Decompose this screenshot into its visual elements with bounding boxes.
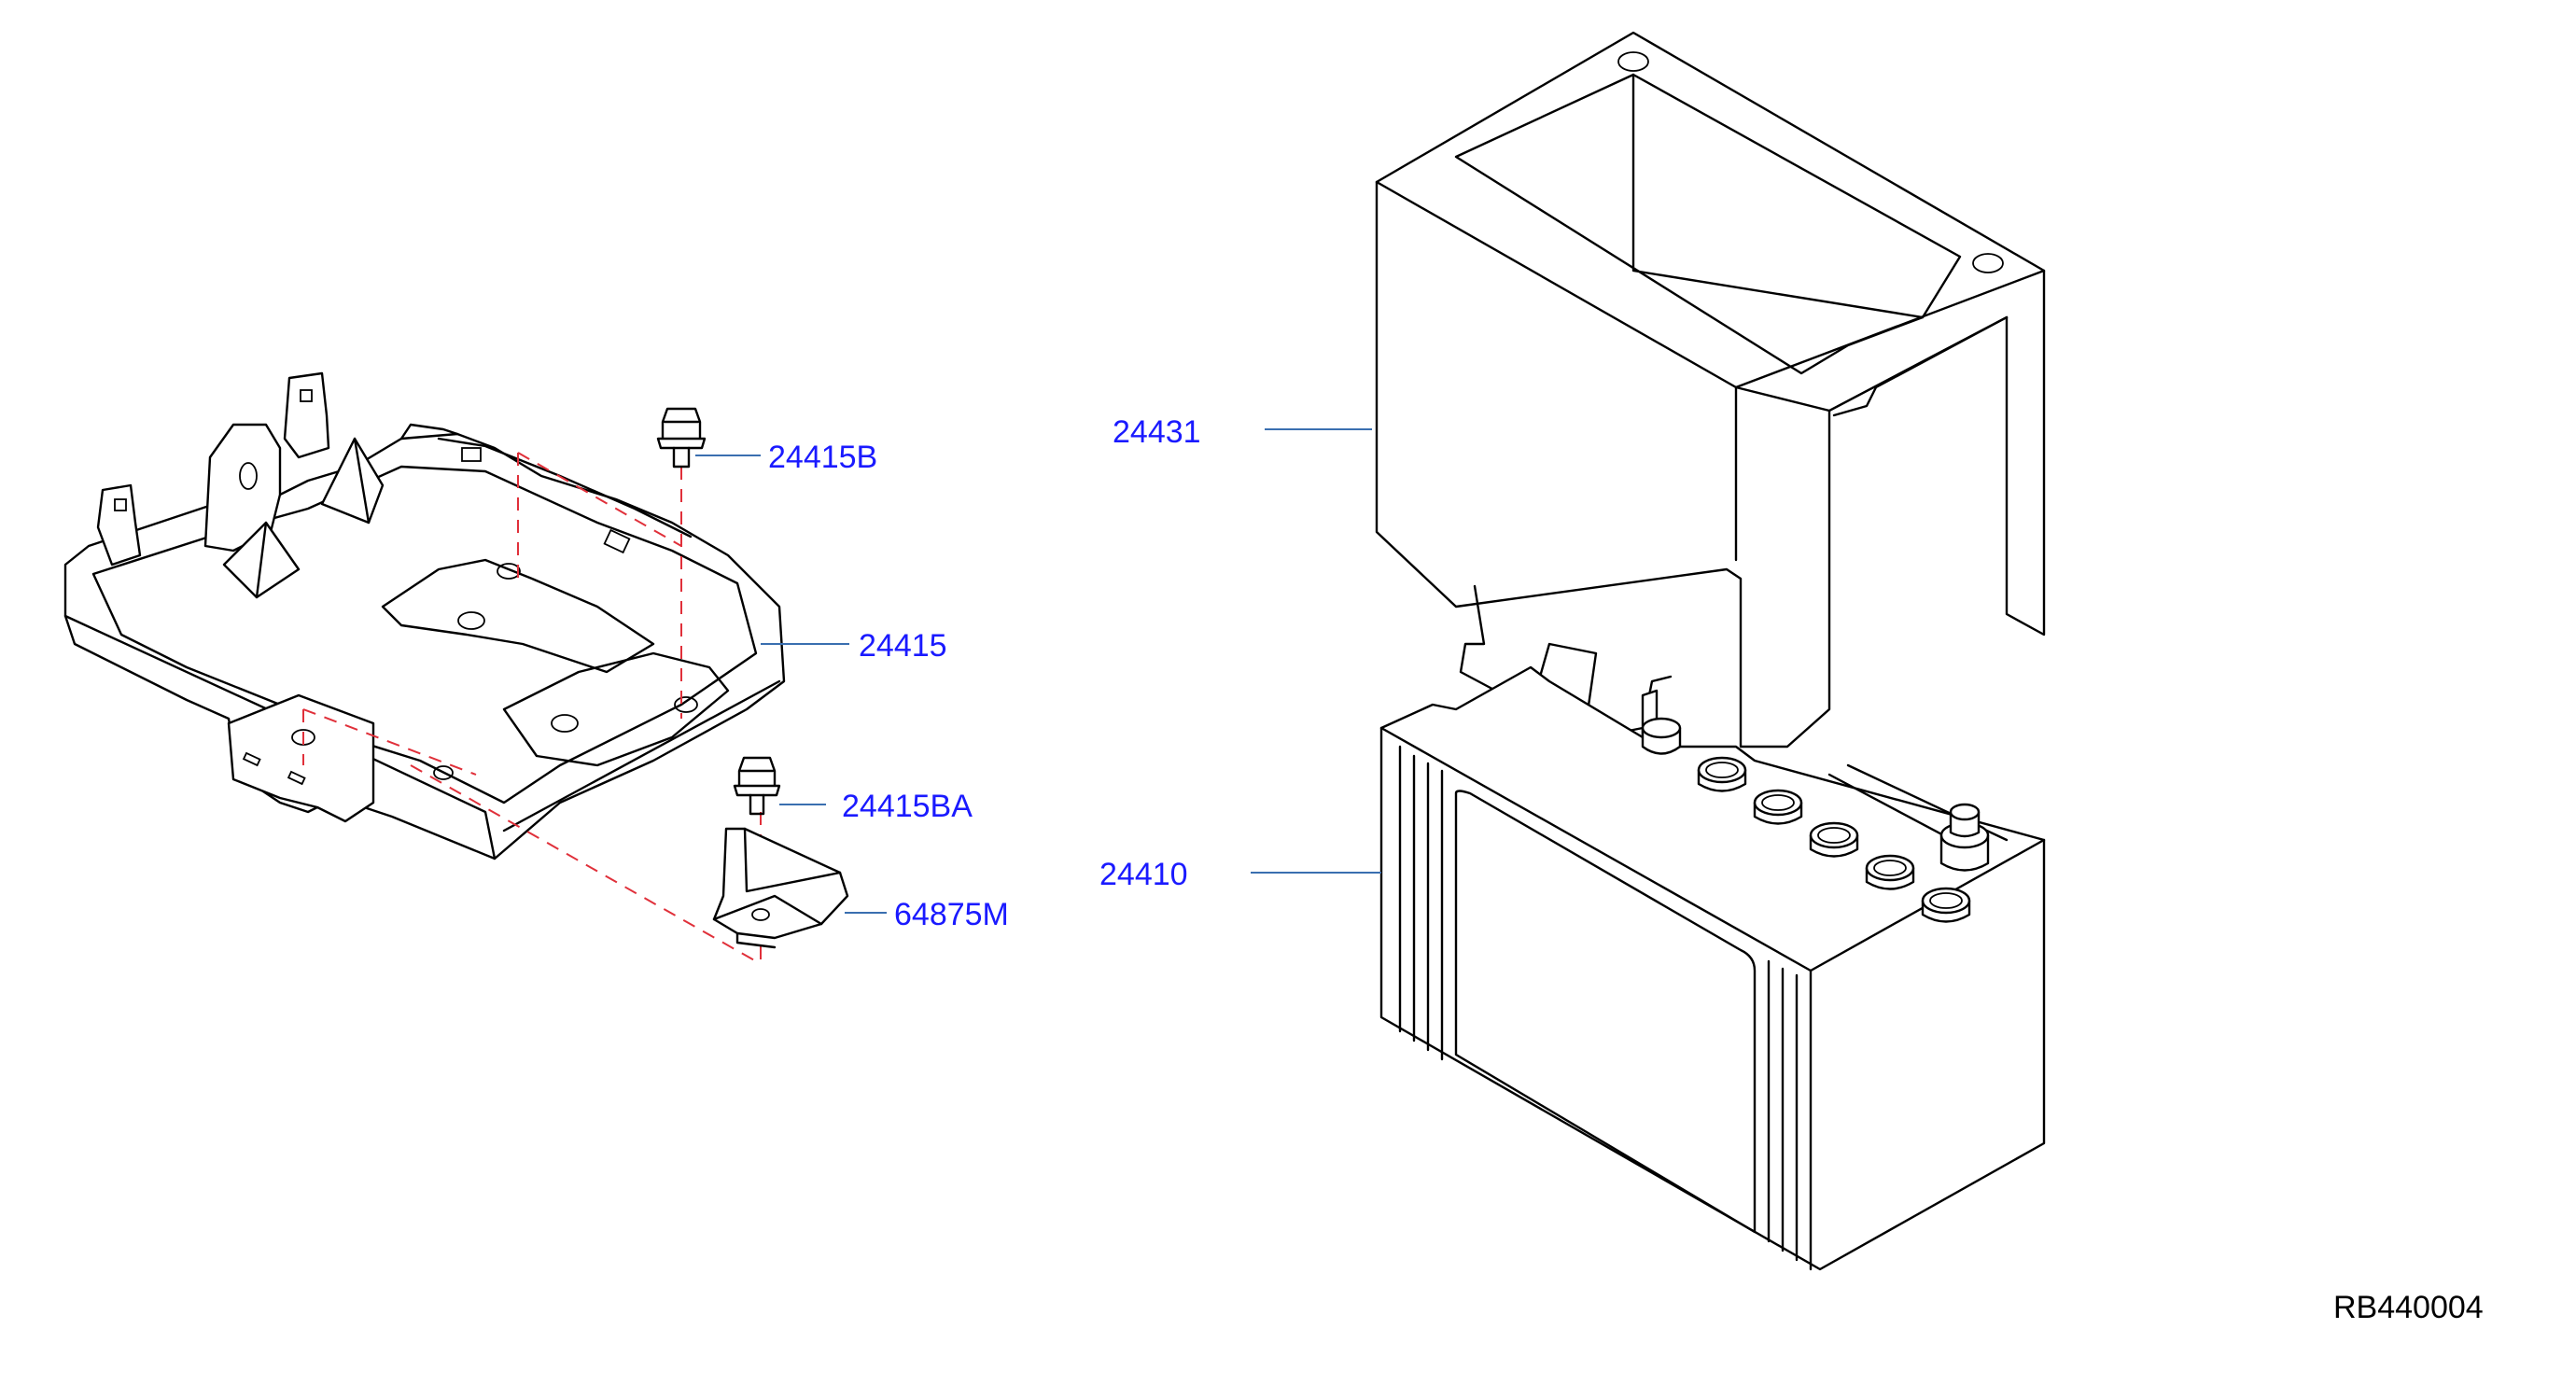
bolt-24415ba-illustration xyxy=(733,756,781,816)
callout-24431: 24431 xyxy=(1113,414,1201,450)
battery-cap-4 xyxy=(1865,854,1915,890)
callout-64875m: 64875M xyxy=(894,897,1009,932)
battery-cover-illustration xyxy=(1375,31,2046,748)
battery-terminal-left xyxy=(1641,717,1682,755)
callout-24410: 24410 xyxy=(1099,857,1188,892)
callout-24415: 24415 xyxy=(859,628,947,664)
battery-cap-2 xyxy=(1753,789,1803,825)
hidden-line-rear-rect xyxy=(517,452,682,547)
bolt-24415b-illustration xyxy=(656,407,707,469)
battery-terminal-right xyxy=(1939,803,1990,872)
battery-illustration xyxy=(1379,665,2046,1271)
battery-cap-3 xyxy=(1809,821,1859,858)
callout-24415b: 24415B xyxy=(768,440,877,475)
battery-cap-1 xyxy=(1697,756,1747,792)
callout-24415ba: 24415BA xyxy=(842,789,973,824)
diagram-reference-code: RB440004 xyxy=(2333,1290,2484,1325)
clamp-64875m-illustration xyxy=(712,827,849,949)
battery-cap-5 xyxy=(1921,887,1971,923)
hidden-line-clamp-2 xyxy=(302,708,477,776)
leader-lines xyxy=(695,428,1381,914)
callout-labels: 24415B 24415 24415BA 64875M 24431 24410 xyxy=(768,414,1201,932)
